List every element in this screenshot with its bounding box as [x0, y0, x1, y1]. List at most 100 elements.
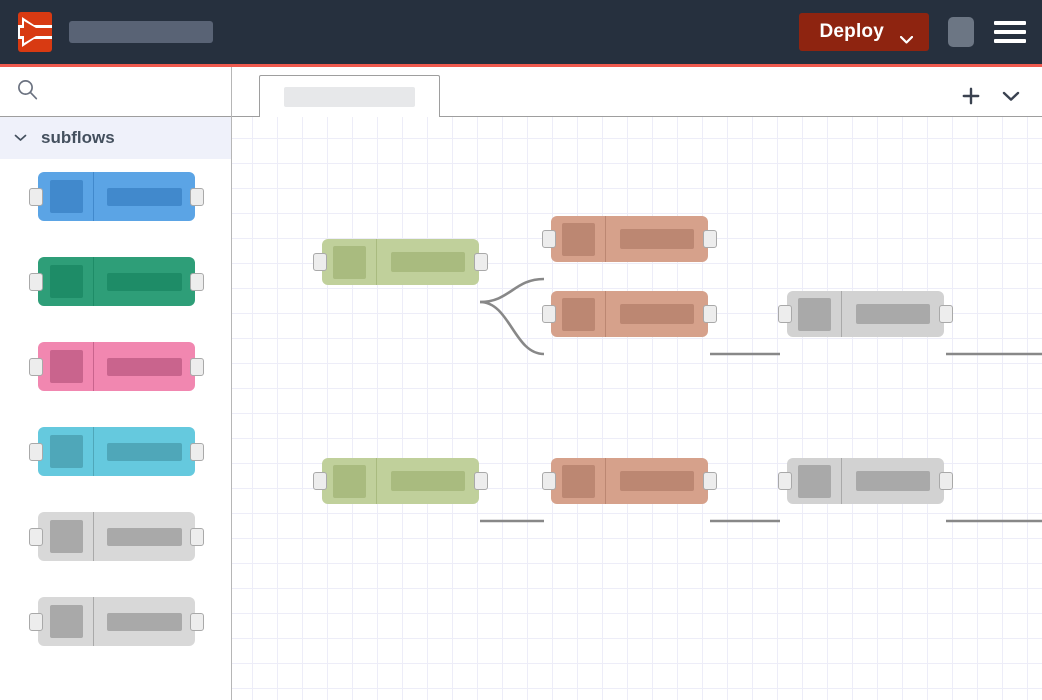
node-output-port[interactable]: [190, 357, 204, 376]
node-type-icon: [333, 464, 366, 498]
node-input-port[interactable]: [313, 253, 327, 271]
hamburger-menu-icon[interactable]: [994, 19, 1026, 45]
node-label-redacted: [107, 357, 182, 376]
node-output-port[interactable]: [190, 187, 204, 206]
node-output-port[interactable]: [703, 472, 717, 490]
node-type-icon: [562, 297, 595, 331]
node-type-icon: [50, 605, 83, 638]
node-divider: [93, 342, 94, 391]
chevron-down-icon: [14, 129, 27, 147]
flow-node-salmon-1[interactable]: [542, 216, 717, 262]
node-output-port[interactable]: [703, 230, 717, 248]
node-input-port[interactable]: [542, 230, 556, 248]
node-divider: [93, 172, 94, 221]
flow-title-redacted: [69, 21, 213, 43]
node-type-icon: [50, 180, 83, 213]
node-output-port[interactable]: [474, 253, 488, 271]
node-output-port[interactable]: [703, 305, 717, 323]
palette-node-blue[interactable]: [29, 172, 204, 221]
node-type-icon: [50, 520, 83, 553]
node-divider: [841, 458, 842, 504]
node-output-port[interactable]: [190, 527, 204, 546]
node-divider: [93, 427, 94, 476]
palette-node-green[interactable]: [29, 257, 204, 306]
flow-node-grey-2[interactable]: [778, 458, 953, 504]
node-divider: [841, 291, 842, 337]
palette-node-grey-1[interactable]: [29, 512, 204, 561]
node-divider: [605, 291, 606, 337]
node-input-port[interactable]: [778, 305, 792, 323]
node-type-icon: [333, 245, 366, 279]
node-input-port[interactable]: [542, 305, 556, 323]
node-label-redacted: [856, 471, 930, 491]
app-header: Deploy: [0, 0, 1042, 67]
node-type-icon: [50, 350, 83, 383]
palette-node-list: [0, 159, 231, 700]
node-type-icon: [562, 464, 595, 498]
flow-canvas[interactable]: [232, 117, 1042, 700]
flow-node-green-1[interactable]: [313, 239, 488, 285]
node-input-port[interactable]: [29, 527, 43, 546]
canvas-area: [232, 67, 1042, 700]
node-output-port[interactable]: [939, 305, 953, 323]
node-type-icon: [798, 297, 831, 331]
palette-node-pink[interactable]: [29, 342, 204, 391]
hamburger-line: [994, 39, 1026, 43]
node-input-port[interactable]: [778, 472, 792, 490]
flow-node-salmon-2[interactable]: [542, 291, 717, 337]
node-input-port[interactable]: [29, 357, 43, 376]
palette-search-input[interactable]: [0, 67, 231, 117]
hamburger-line: [994, 21, 1026, 25]
chevron-down-icon: [899, 28, 914, 44]
node-input-port[interactable]: [29, 612, 43, 631]
node-output-port[interactable]: [190, 612, 204, 631]
node-label-redacted: [620, 229, 694, 249]
node-divider: [376, 458, 377, 504]
node-divider: [605, 458, 606, 504]
node-label-redacted: [107, 612, 182, 631]
palette-category-subflows[interactable]: subflows: [0, 117, 231, 159]
node-red-logo-icon[interactable]: [18, 12, 52, 52]
node-output-port[interactable]: [474, 472, 488, 490]
wire-green1-to-salmon2: [479, 300, 545, 356]
plus-icon[interactable]: [962, 87, 980, 105]
flow-tab-active[interactable]: [259, 75, 440, 117]
node-label-redacted: [107, 527, 182, 546]
node-divider: [605, 216, 606, 262]
node-input-port[interactable]: [29, 187, 43, 206]
wire-green1-to-salmon1: [479, 277, 545, 304]
node-type-icon: [50, 265, 83, 298]
node-label-redacted: [620, 471, 694, 491]
deploy-button[interactable]: Deploy: [799, 13, 929, 51]
user-avatar-icon[interactable]: [948, 17, 974, 47]
node-label-redacted: [391, 252, 465, 272]
flow-node-grey-1[interactable]: [778, 291, 953, 337]
node-input-port[interactable]: [542, 472, 556, 490]
node-divider: [93, 257, 94, 306]
chevron-down-icon[interactable]: [1002, 91, 1020, 102]
node-output-port[interactable]: [190, 272, 204, 291]
palette-node-cyan[interactable]: [29, 427, 204, 476]
node-divider: [376, 239, 377, 285]
palette-category-label: subflows: [41, 127, 115, 147]
node-output-port[interactable]: [939, 472, 953, 490]
deploy-button-label: Deploy: [819, 21, 884, 42]
palette-node-grey-2[interactable]: [29, 597, 204, 646]
node-type-icon: [562, 222, 595, 256]
node-output-port[interactable]: [190, 442, 204, 461]
node-input-port[interactable]: [29, 442, 43, 461]
node-type-icon: [798, 464, 831, 498]
node-divider: [93, 597, 94, 646]
flow-tab-label-redacted: [284, 86, 415, 107]
flow-wires-layer: [479, 277, 1042, 523]
node-label-redacted: [107, 187, 182, 206]
node-label-redacted: [107, 442, 182, 461]
flow-node-green-2[interactable]: [313, 458, 488, 504]
node-label-redacted: [107, 272, 182, 291]
node-divider: [93, 512, 94, 561]
node-input-port[interactable]: [29, 272, 43, 291]
tabbar-actions: [962, 87, 1042, 116]
node-input-port[interactable]: [313, 472, 327, 490]
flow-node-salmon-3[interactable]: [542, 458, 717, 504]
